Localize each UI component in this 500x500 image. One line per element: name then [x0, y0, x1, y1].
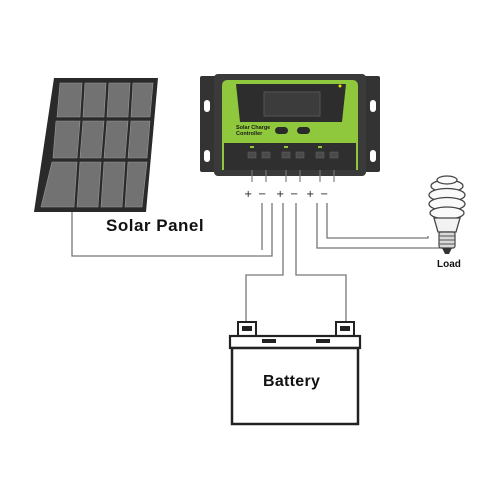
- battery-label: Battery: [263, 373, 321, 390]
- wire-battery-negative: [295, 203, 347, 322]
- controller-button-left: [275, 127, 288, 134]
- solar-positive-mark: +: [244, 189, 253, 200]
- battery-lid: [228, 334, 362, 350]
- mount-hole: [370, 100, 376, 112]
- load-label: Load: [437, 259, 461, 270]
- load-negative-mark: −: [320, 189, 329, 200]
- wire-load-positive: [316, 203, 440, 249]
- charge-controller: [200, 74, 380, 176]
- terminal-screws: [247, 151, 339, 159]
- wires: [71, 203, 440, 322]
- controller-button-right: [297, 127, 310, 134]
- wire-load-negative: [326, 203, 429, 239]
- mount-hole: [204, 100, 210, 112]
- wire-solar-negative: [71, 203, 273, 257]
- status-led-icon: [338, 84, 342, 88]
- load-positive-mark: +: [306, 189, 315, 200]
- mount-hole: [370, 150, 376, 162]
- solar-panel: [34, 78, 158, 212]
- wire-battery-positive: [245, 203, 284, 322]
- solar-panel-label: Solar Panel: [106, 216, 205, 235]
- mount-hole: [204, 150, 210, 162]
- load-bulb-icon: [428, 175, 466, 254]
- battery-body: [230, 346, 360, 426]
- solar-panel-cells: [40, 82, 154, 208]
- controller-lcd-screen: [263, 91, 321, 117]
- solar-negative-mark: −: [258, 189, 267, 200]
- battery-negative-mark: −: [290, 189, 299, 200]
- terminal-leads: [251, 170, 335, 182]
- terminal-symbols: [250, 146, 322, 148]
- controller-label: Solar Charge Controller: [236, 125, 271, 137]
- battery: [228, 321, 362, 426]
- battery-positive-mark: +: [276, 189, 285, 200]
